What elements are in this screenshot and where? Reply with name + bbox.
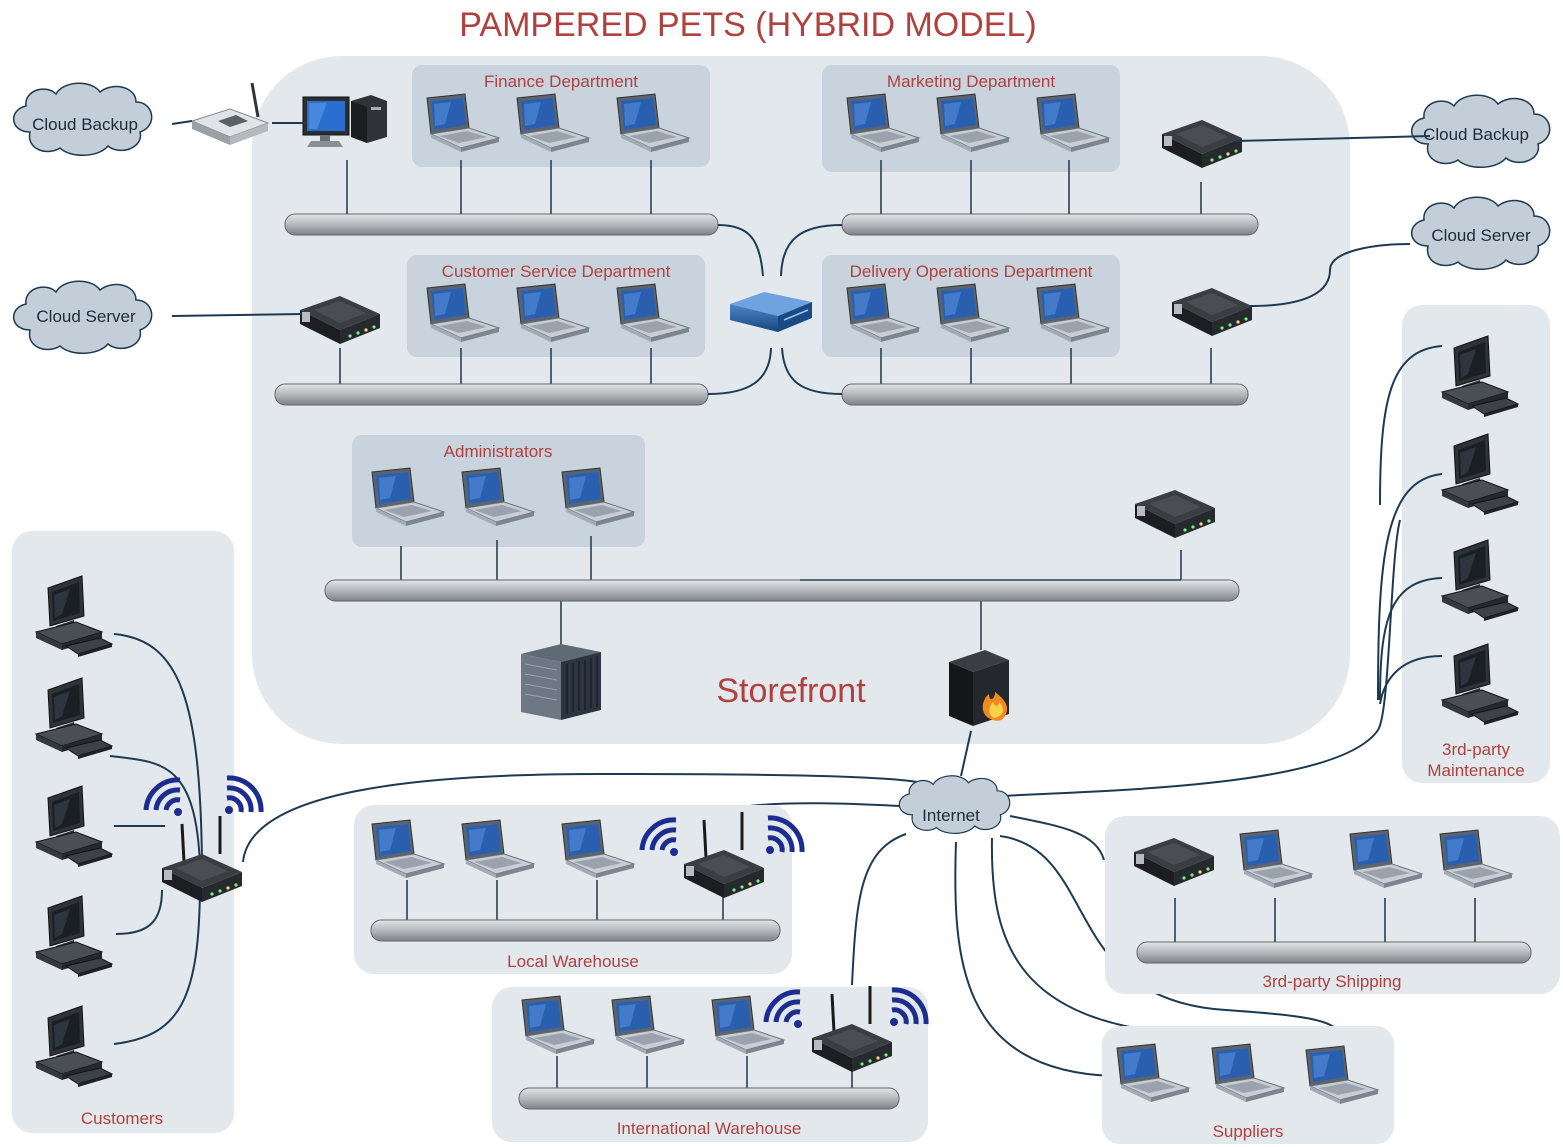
internet-label: Internet: [922, 806, 980, 825]
firewall-icon: [949, 650, 1009, 726]
diagram-title: PAMPERED PETS (HYBRID MODEL): [459, 6, 1036, 44]
bus-cable-icon: [370, 919, 781, 942]
shipping-label: 3rd-party Shipping: [1263, 972, 1402, 991]
cloud-server-right-link: [1249, 243, 1411, 307]
finance-label: Finance Department: [484, 72, 638, 91]
bus-cable-icon: [841, 383, 1249, 406]
storefront-bus-cables: [274, 213, 1259, 602]
firewall-internet-link: [960, 730, 972, 777]
cloud-server-left-label: Cloud Server: [36, 307, 136, 326]
maintenance-label-line1: 3rd-party: [1442, 740, 1511, 759]
customer-service-label: Customer Service Department: [442, 262, 671, 281]
suppliers-laptops: [1116, 1043, 1379, 1105]
maintenance-links: [1377, 345, 1443, 705]
cloud-backup-right-label: Cloud Backup: [1423, 125, 1529, 144]
switch-links: [707, 224, 843, 395]
cloud-server-left-link: [171, 313, 303, 317]
bus-cable-icon: [841, 213, 1259, 236]
storefront-label: Storefront: [716, 672, 866, 710]
cloud-backup-right-link: [1235, 135, 1431, 142]
bus-cable-icon: [1136, 941, 1532, 964]
maintenance-label-line2: Maintenance: [1427, 761, 1524, 780]
customers-label: Customers: [81, 1109, 163, 1128]
cloud-backup-left-link: [171, 120, 193, 125]
customers-links: [109, 633, 203, 1045]
delivery-operations-label: Delivery Operations Department: [850, 262, 1093, 281]
bus-cable-icon: [284, 213, 719, 236]
cloud-server-right-label: Cloud Server: [1431, 226, 1531, 245]
modem-icon: [190, 82, 270, 145]
desktop-icon: [302, 95, 387, 147]
marketing-label: Marketing Department: [887, 72, 1055, 91]
international-warehouse-label: International Warehouse: [617, 1119, 802, 1138]
internet-links: [242, 519, 1401, 1077]
shipping-drops: [1174, 898, 1476, 942]
administrators-label: Administrators: [444, 442, 553, 461]
bus-cable-icon: [324, 579, 1240, 602]
suppliers-label: Suppliers: [1213, 1122, 1284, 1141]
bus-cable-icon: [274, 383, 709, 406]
bus-cable-icon: [518, 1087, 900, 1110]
cloud-backup-left-label: Cloud Backup: [32, 115, 138, 134]
switch-icon: [730, 292, 812, 332]
local-warehouse-label: Local Warehouse: [507, 952, 639, 971]
server-rack-icon: [521, 644, 601, 720]
storefront-drop-lines: [339, 160, 1212, 650]
